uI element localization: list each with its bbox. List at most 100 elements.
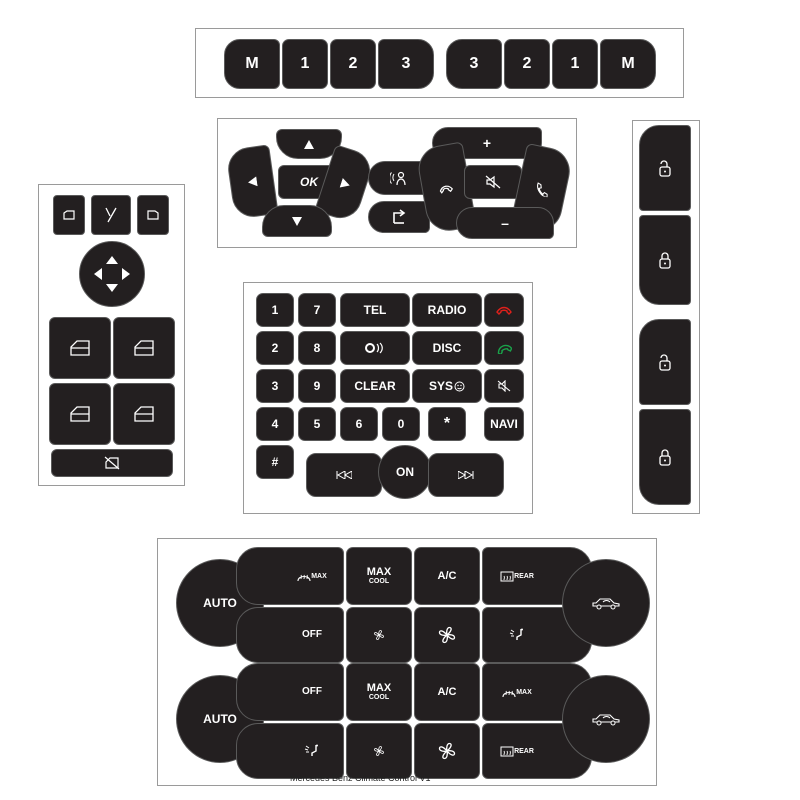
- key-1[interactable]: 1: [256, 293, 294, 327]
- phone-answer-button[interactable]: [509, 142, 575, 236]
- rear-defrost-button-bottom[interactable]: REAR: [482, 723, 592, 779]
- steering-up-button[interactable]: [276, 129, 342, 159]
- phone-hangup-button[interactable]: [414, 141, 478, 235]
- unlock-button-1[interactable]: [639, 125, 691, 211]
- recirculation-button-bottom[interactable]: [562, 675, 650, 763]
- phone-answer-key[interactable]: [484, 331, 524, 365]
- lock-button-2[interactable]: [639, 409, 691, 505]
- previous-track-button[interactable]: [306, 453, 382, 497]
- up-arrow-icon: [304, 139, 314, 149]
- ac-button-bottom[interactable]: A/C: [414, 663, 480, 721]
- key-2[interactable]: 2: [256, 331, 294, 365]
- door-lock-sheet: [632, 120, 700, 514]
- off-label-bottom: OFF: [302, 686, 322, 697]
- radio-button[interactable]: RADIO: [412, 293, 482, 327]
- memory-m-left-button[interactable]: M: [224, 39, 280, 89]
- off-button-bottom[interactable]: OFF: [236, 663, 344, 721]
- window-rear-left-button[interactable]: [49, 383, 111, 445]
- unlock-icon: [659, 354, 671, 371]
- phone-hangup-key[interactable]: [484, 293, 524, 327]
- rear-defrost-icon: [500, 746, 514, 757]
- key-5[interactable]: 5: [298, 407, 336, 441]
- radio-text-icon: [365, 342, 383, 354]
- defrost-max-button-top[interactable]: MAX: [236, 547, 344, 605]
- navi-button[interactable]: NAVI: [484, 407, 524, 441]
- mirror-fold-button[interactable]: [91, 195, 131, 235]
- ac-label-top: A/C: [437, 569, 457, 582]
- off-label-top: OFF: [302, 629, 322, 640]
- key-4[interactable]: 4: [256, 407, 294, 441]
- lock-button-1[interactable]: [639, 215, 691, 305]
- fan-large-icon: [438, 626, 456, 644]
- navi-label: NAVI: [490, 417, 518, 431]
- back-icon: [393, 209, 406, 224]
- sys-button[interactable]: SYS: [412, 369, 482, 403]
- steering-down-button[interactable]: [262, 205, 332, 237]
- fan-high-button-top[interactable]: [414, 607, 480, 663]
- rear-defrost-icon: [500, 571, 514, 582]
- key-1-label: 1: [271, 303, 279, 317]
- rear-label-top: REAR: [514, 572, 534, 580]
- key-8[interactable]: 8: [298, 331, 336, 365]
- key-2-label: 2: [271, 341, 279, 355]
- fan-high-button-bottom[interactable]: [414, 723, 480, 779]
- window-lock-icon: [104, 456, 120, 470]
- memory-2-left-button[interactable]: 2: [330, 39, 376, 89]
- key-3[interactable]: 3: [256, 369, 294, 403]
- settings-face-icon: [454, 381, 465, 391]
- key-6[interactable]: 6: [340, 407, 378, 441]
- key-9[interactable]: 9: [298, 369, 336, 403]
- on-button[interactable]: ON: [378, 445, 432, 499]
- fan-low-button-top[interactable]: [346, 607, 412, 663]
- clear-button[interactable]: CLEAR: [340, 369, 410, 403]
- off-button-top[interactable]: OFF: [236, 607, 344, 663]
- window-lock-button[interactable]: [51, 449, 173, 477]
- key-hash[interactable]: #: [256, 445, 294, 479]
- key-star[interactable]: *: [428, 407, 466, 441]
- airflow-button-bottom[interactable]: [236, 723, 344, 779]
- memory-3-right-button[interactable]: 3: [446, 39, 502, 89]
- mirror-right-button[interactable]: [137, 195, 169, 235]
- airflow-seat-icon: [509, 628, 523, 640]
- radio-text-button[interactable]: [340, 331, 410, 365]
- key-0[interactable]: 0: [382, 407, 420, 441]
- key-4-label: 4: [271, 417, 279, 431]
- memory-2-right-button[interactable]: 2: [504, 39, 550, 89]
- ac-button-top[interactable]: A/C: [414, 547, 480, 605]
- key-9-label: 9: [313, 379, 321, 393]
- volume-down-button[interactable]: –: [456, 207, 554, 239]
- back-button[interactable]: [368, 201, 430, 233]
- mute-icon: [497, 380, 511, 392]
- memory-1-right-button[interactable]: 1: [552, 39, 598, 89]
- recirculation-button-top[interactable]: [562, 559, 650, 647]
- window-rear-right-button[interactable]: [113, 383, 175, 445]
- steering-left-button[interactable]: [225, 144, 279, 220]
- key-8-label: 8: [313, 341, 321, 355]
- down-arrow-icon: [292, 216, 302, 226]
- memory-3-left-button[interactable]: 3: [378, 39, 434, 89]
- tel-button[interactable]: TEL: [340, 293, 410, 327]
- key-7[interactable]: 7: [298, 293, 336, 327]
- mute-key[interactable]: [484, 369, 524, 403]
- steering-right-button[interactable]: [314, 144, 376, 224]
- mute-icon: [485, 175, 501, 189]
- memory-1-left-button[interactable]: 1: [282, 39, 328, 89]
- key-7-label: 7: [313, 303, 321, 317]
- next-track-button[interactable]: [428, 453, 504, 497]
- mute-button[interactable]: [464, 165, 522, 199]
- unlock-button-2[interactable]: [639, 319, 691, 405]
- memory-m-right-button[interactable]: M: [600, 39, 656, 89]
- mirror-left-button[interactable]: [53, 195, 85, 235]
- four-arrows-icon: [94, 256, 130, 292]
- lock-icon: [659, 449, 671, 466]
- cool-label-top: COOL: [368, 578, 390, 585]
- window-front-right-button[interactable]: [113, 317, 175, 379]
- disc-button[interactable]: DISC: [412, 331, 482, 365]
- mirror-adjust-dpad[interactable]: [79, 241, 145, 307]
- windshield-defrost-icon: [297, 574, 311, 582]
- window-front-left-button[interactable]: [49, 317, 111, 379]
- fan-low-button-bottom[interactable]: [346, 723, 412, 779]
